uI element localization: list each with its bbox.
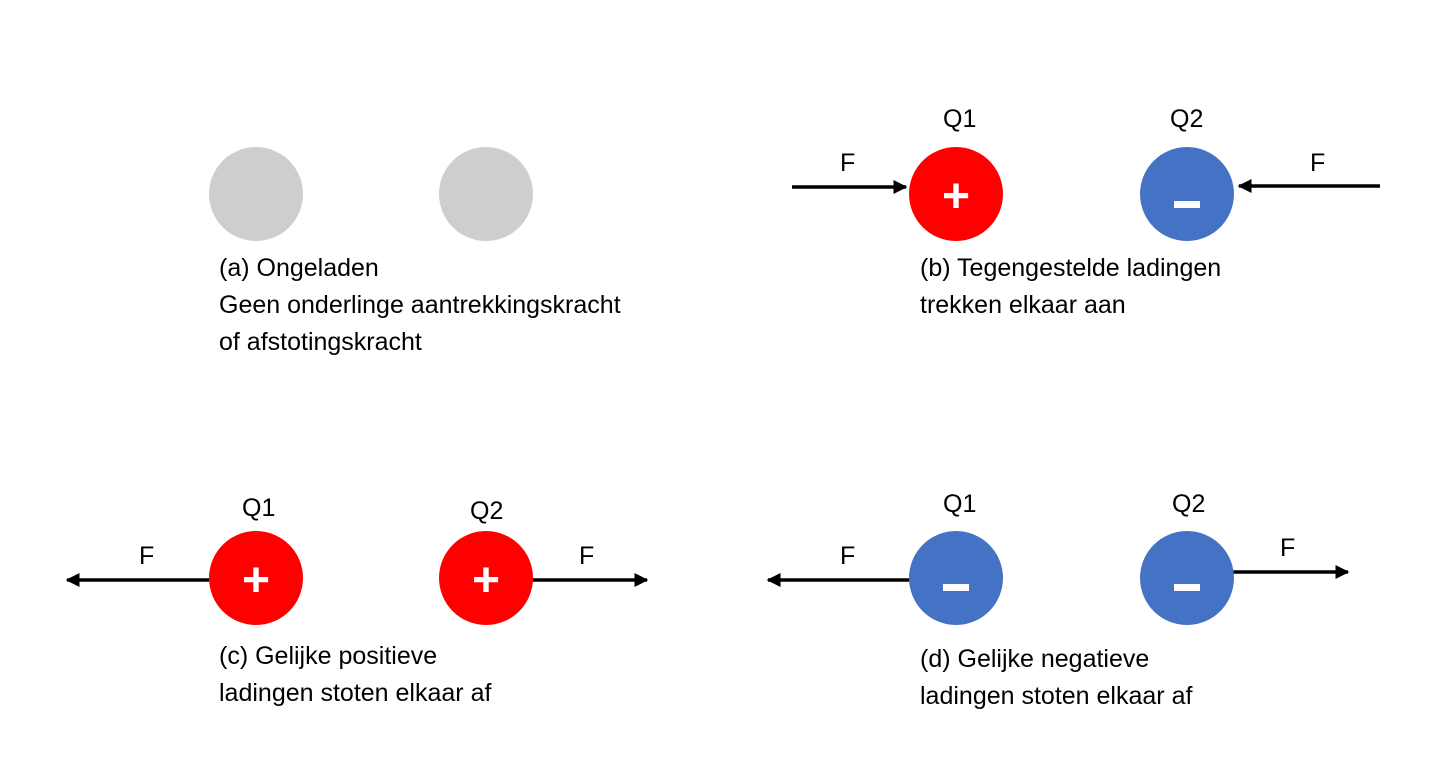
sign-c-q1: + bbox=[242, 554, 270, 607]
neutral-sphere-left bbox=[209, 147, 303, 241]
positive-charge-b-q1 bbox=[909, 147, 1003, 241]
positive-charge-c-q1 bbox=[209, 531, 303, 625]
minus-sign-d-q1 bbox=[943, 584, 969, 591]
force-label-d-right: F bbox=[1280, 534, 1296, 562]
force-label-c-left: F bbox=[139, 542, 155, 570]
caption-a-line-1: (a) Ongeladen bbox=[219, 254, 379, 282]
caption-c-line-1: (c) Gelijke positieve bbox=[219, 642, 438, 670]
negative-charge-d-q2 bbox=[1140, 531, 1234, 625]
caption-c: (c) Gelijke positieve ladingen stoten el… bbox=[219, 638, 491, 712]
label-b-q1: Q1 bbox=[943, 105, 977, 133]
force-label-c-right: F bbox=[579, 542, 595, 570]
sign-b-q1: + bbox=[942, 170, 970, 223]
caption-c-line-2: ladingen stoten elkaar af bbox=[219, 679, 492, 707]
label-d-q1: Q1 bbox=[943, 490, 977, 518]
force-label-b-right: F bbox=[1310, 149, 1326, 177]
caption-b-line-2: trekken elkaar aan bbox=[920, 291, 1126, 319]
force-label-b-left: F bbox=[840, 149, 856, 177]
negative-charge-d-q1 bbox=[909, 531, 1003, 625]
caption-d-line-2: ladingen stoten elkaar af bbox=[920, 682, 1193, 710]
caption-a: (a) Ongeladen Geen onderlinge aantrekkin… bbox=[219, 250, 621, 361]
caption-d-line-1: (d) Gelijke negatieve bbox=[920, 645, 1150, 673]
neutral-sphere-right bbox=[439, 147, 533, 241]
caption-b: (b) Tegengestelde ladingen trekken elkaa… bbox=[920, 250, 1221, 324]
caption-a-line-2: Geen onderlinge aantrekkingskracht bbox=[219, 291, 621, 319]
negative-charge-b-q2 bbox=[1140, 147, 1234, 241]
label-c-q1: Q1 bbox=[242, 494, 276, 522]
sign-c-q2: + bbox=[472, 554, 500, 607]
minus-sign-d-q2 bbox=[1174, 584, 1200, 591]
label-b-q2: Q2 bbox=[1170, 105, 1204, 133]
caption-d: (d) Gelijke negatieve ladingen stoten el… bbox=[920, 641, 1192, 715]
positive-charge-c-q2 bbox=[439, 531, 533, 625]
label-c-q2: Q2 bbox=[470, 497, 504, 525]
caption-a-line-3: of afstotingskracht bbox=[219, 328, 422, 356]
force-label-d-left: F bbox=[840, 542, 856, 570]
label-d-q2: Q2 bbox=[1172, 490, 1206, 518]
caption-b-line-1: (b) Tegengestelde ladingen bbox=[920, 254, 1222, 282]
minus-sign-b-q2 bbox=[1174, 201, 1200, 208]
